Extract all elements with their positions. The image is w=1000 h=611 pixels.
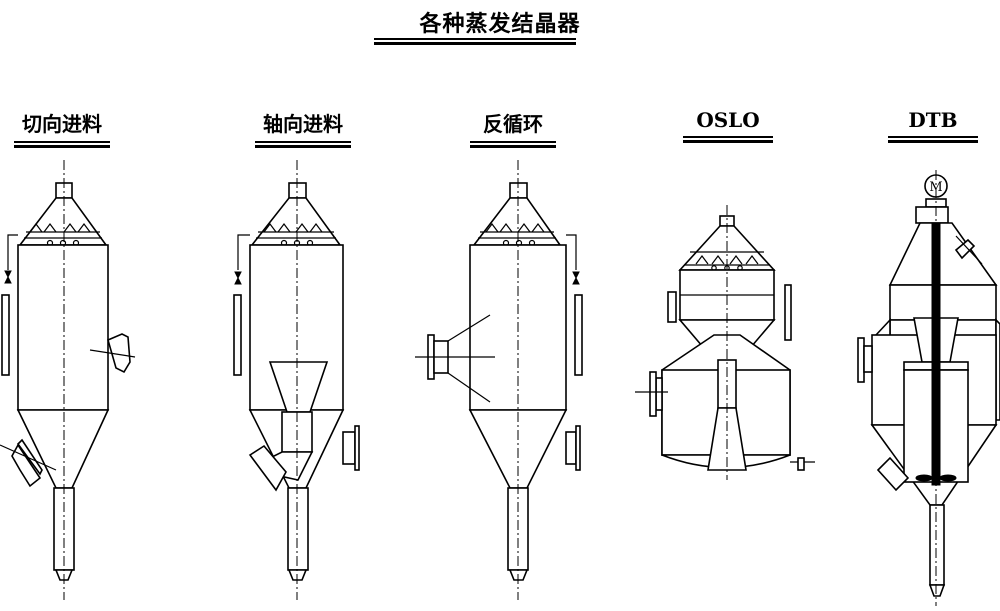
tangential-feed-crystallizer xyxy=(0,160,136,600)
axial-feed-crystallizer xyxy=(233,160,360,600)
label-dtb: DTB xyxy=(888,108,978,143)
oslo-crystallizer xyxy=(635,205,815,480)
reverse-circulation-crystallizer xyxy=(415,160,583,600)
diagram-title: 各种蒸发结晶器 xyxy=(419,12,581,37)
dtb-crystallizer: M xyxy=(857,170,1000,606)
title-underline xyxy=(374,38,576,46)
label-oslo: OSLO xyxy=(683,108,773,143)
label-tangential-feed: 切向进料 xyxy=(14,108,110,148)
label-reverse-circulation: 反循环 xyxy=(470,108,556,148)
label-axial-feed: 轴向进料 xyxy=(255,108,351,148)
motor-symbol: M xyxy=(929,180,942,195)
